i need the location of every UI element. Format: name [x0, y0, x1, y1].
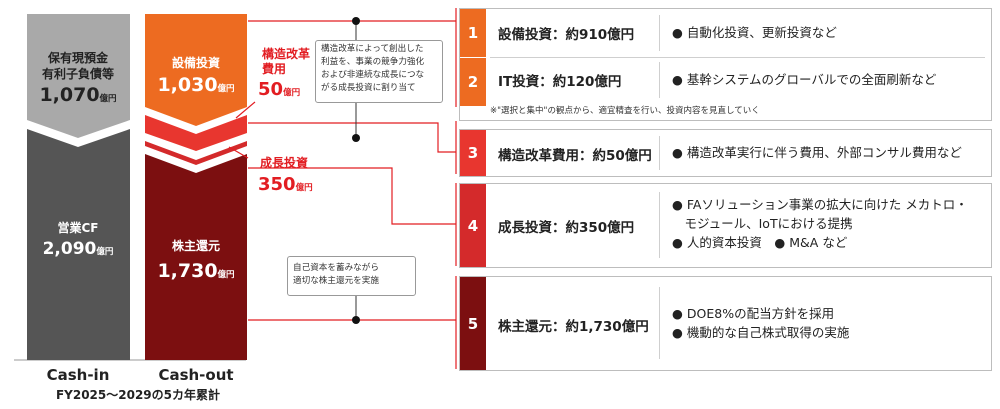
divider — [659, 15, 660, 51]
growth-bar — [145, 141, 247, 165]
item-title-2: IT投資：約120億円 — [498, 74, 622, 90]
period-label: FY2025～2029の5カ年累計 — [56, 387, 220, 402]
item-desc-1: ● 自動化投資、更新投資など — [672, 25, 837, 40]
callout-1-line-3: および非連続な成長につな — [321, 70, 425, 80]
item-desc-2: ● 基幹システムのグローバルでの全面刷新など — [672, 72, 937, 87]
item-desc-5-line-2: ● 機動的な自己株式取得の実施 — [672, 325, 850, 340]
panel-structural: 3 構造改革費用：約50億円 ● 構造改革実行に伴う費用、外部コンサル費用など — [459, 129, 992, 177]
growth-label: 成長投資 — [260, 155, 308, 170]
footnote: ※"選択と集中"の観点から、適宜精査を行い、投資内容を見直していく — [490, 106, 760, 116]
item-title-5: 株主還元：約1,730億円 — [498, 319, 649, 335]
structural-value: 50億円 — [258, 79, 300, 100]
item-desc-5-line-1: ● DOE8%の配当方針を採用 — [672, 306, 835, 321]
panel-capex-it: 1 2 設備投資：約910億円 IT投資：約120億円 ● 自動化投資、更新投資… — [459, 8, 992, 121]
capex-label: 設備投資 — [172, 55, 220, 70]
callout-1-line-1: 構造改革によって創出した — [321, 44, 424, 54]
callout-structural-reform: 構造改革によって創出した 利益を、事業の競争力強化 および非連続な成長につな が… — [315, 40, 443, 103]
cash-in-top-value: 1,070億円 — [39, 84, 116, 106]
cash-in-top-label-2: 有利子負債等 — [42, 66, 114, 81]
dot-3 — [352, 316, 360, 324]
item-desc-3: ● 構造改革実行に伴う費用、外部コンサル費用など — [672, 145, 962, 160]
divider — [659, 192, 660, 258]
return-value: 1,730億円 — [157, 260, 234, 282]
dot-1 — [352, 17, 360, 25]
panel-growth: 4 成長投資：約350億円 ● FAソリューション事業の拡大に向けた メカトロ・… — [459, 183, 992, 268]
item-title-3: 構造改革費用：約50億円 — [498, 148, 652, 164]
cash-in-top-bar — [27, 14, 130, 138]
panel-shareholder-return: 5 株主還元：約1,730億円 ● DOE8%の配当方針を採用 ● 機動的な自己… — [459, 276, 992, 371]
structural-bar — [145, 115, 247, 151]
structural-label-1: 構造改革 — [262, 46, 310, 61]
divider — [659, 287, 660, 359]
item-number-1: 1 — [460, 9, 486, 57]
cash-in-bottom-bar — [27, 129, 130, 360]
item-number-3: 3 — [460, 130, 486, 176]
cash-in-bottom-label: 営業CF — [57, 220, 98, 235]
row-divider — [490, 57, 985, 58]
capex-value: 1,030億円 — [157, 74, 234, 96]
cash-in-top-label-1: 保有現預金 — [47, 50, 109, 65]
callout-2-line-2: 適切な株主還元を実施 — [293, 276, 379, 286]
dot-2 — [352, 134, 360, 142]
divider — [659, 136, 660, 170]
capex-bar — [145, 14, 247, 126]
item-number-2: 2 — [460, 57, 486, 106]
item-number-4: 4 — [460, 184, 486, 267]
growth-value: 350億円 — [258, 174, 313, 195]
item-title-4: 成長投資：約350億円 — [498, 220, 635, 236]
item-desc-4-line-1: ● FAソリューション事業の拡大に向けた メカトロ・ — [672, 197, 968, 212]
cash-in-bottom-value: 2,090億円 — [43, 239, 114, 259]
callout-2-line-1: 自己資本を蓄みながら — [293, 263, 379, 273]
item-desc-4-line-2: モジュール、IoTにおける提携 — [672, 216, 853, 231]
return-bar — [145, 154, 247, 360]
cash-in-axis-label: Cash-in — [47, 366, 110, 384]
item-desc-4-line-3: ● 人的資本投資 ● M&A など — [672, 235, 848, 250]
item-number-5: 5 — [460, 277, 486, 370]
divider — [659, 62, 660, 98]
item-title-1: 設備投資：約910億円 — [498, 27, 635, 43]
callout-shareholder-return: 自己資本を蓄みながら 適切な株主還元を実施 — [287, 256, 416, 296]
return-label: 株主還元 — [172, 238, 220, 253]
callout-1-line-2: 利益を、事業の競争力強化 — [321, 57, 425, 67]
structural-label-2: 費用 — [262, 61, 286, 76]
cash-out-axis-label: Cash-out — [158, 366, 233, 384]
callout-1-line-4: がる成長投資に割り当て — [321, 83, 416, 93]
